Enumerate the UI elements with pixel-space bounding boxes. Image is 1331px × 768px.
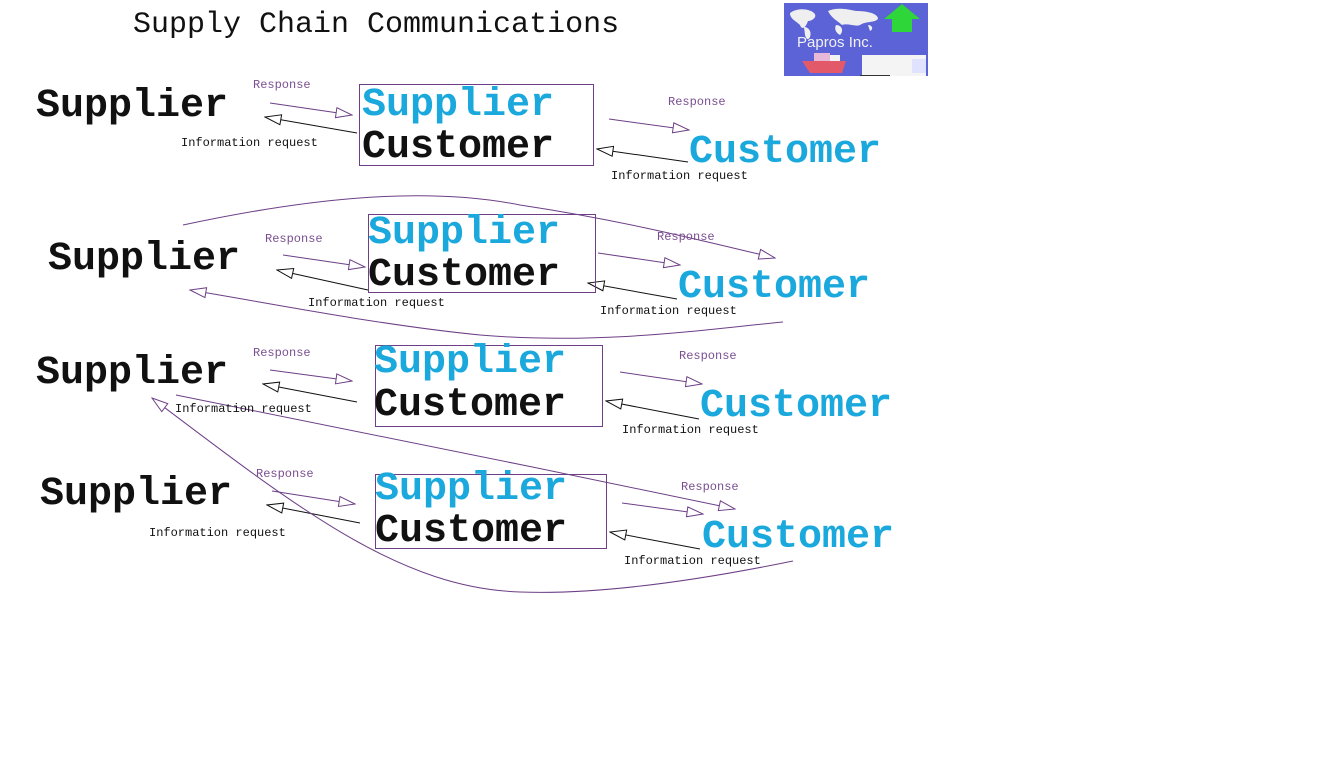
customer-node: Customer xyxy=(700,384,893,429)
row3-left-request-arrow xyxy=(263,384,358,403)
response-label: Response xyxy=(657,230,715,244)
response-label: Response xyxy=(265,232,323,246)
intermediary-supplier-label: Supplier xyxy=(362,83,555,128)
response-label: Response xyxy=(668,95,726,109)
supplier-node: Supplier xyxy=(40,472,233,517)
row1-left-request-arrow xyxy=(265,117,358,134)
response-label: Response xyxy=(679,349,737,363)
supplier-node: Supplier xyxy=(36,351,229,396)
row4-right-request-arrow xyxy=(610,532,701,550)
customer-node: Customer xyxy=(678,265,871,310)
supplier-node: Supplier xyxy=(48,237,241,282)
customer-node: Customer xyxy=(689,130,882,175)
intermediary-customer-label: Customer xyxy=(368,253,561,298)
row2-right-response-arrow xyxy=(597,252,680,265)
response-label: Response xyxy=(253,78,311,92)
row3-right-request-arrow xyxy=(606,401,700,420)
logo-text: Papros Inc. xyxy=(797,34,873,51)
intermediary-supplier-label: Supplier xyxy=(375,467,568,512)
intermediary-customer-label: Customer xyxy=(374,383,567,428)
diagram-title: Supply Chain Communications xyxy=(133,8,620,42)
information-request-label: Information request xyxy=(308,296,445,310)
intermediary-box xyxy=(368,214,596,293)
world-map-icon xyxy=(790,8,878,40)
row3-left-response-arrow xyxy=(269,369,352,381)
row4-left-response-arrow xyxy=(271,490,355,504)
papros-logo: Papros Inc. xyxy=(784,3,928,76)
intermediary-box xyxy=(375,345,603,427)
row4-left-request-arrow xyxy=(267,505,361,524)
response-label: Response xyxy=(256,467,314,481)
response-label: Response xyxy=(681,480,739,494)
intermediary-customer-label: Customer xyxy=(362,125,555,170)
row2-right-request-arrow xyxy=(588,283,678,300)
row1-left-response-arrow xyxy=(269,102,352,115)
customer-node: Customer xyxy=(702,515,895,560)
information-request-label: Information request xyxy=(600,304,737,318)
intermediary-box xyxy=(375,474,607,549)
row3-right-response-arrow xyxy=(619,371,702,384)
row1-right-response-arrow xyxy=(608,118,689,130)
intermediary-supplier-label: Supplier xyxy=(374,340,567,385)
information-request-label: Information request xyxy=(181,136,318,150)
row4-right-response-arrow xyxy=(621,502,703,514)
information-request-label: Information request xyxy=(149,526,286,540)
row2-left-response-arrow xyxy=(282,254,365,267)
information-request-label: Information request xyxy=(175,402,312,416)
information-request-label: Information request xyxy=(624,554,761,568)
information-request-label: Information request xyxy=(611,169,748,183)
information-request-label: Information request xyxy=(622,423,759,437)
supplier-node: Supplier xyxy=(36,84,229,129)
response-label: Response xyxy=(253,346,311,360)
up-arrow-icon xyxy=(884,4,920,32)
row1-right-request-arrow xyxy=(597,149,689,163)
intermediary-box xyxy=(359,84,594,166)
row2-left-request-arrow xyxy=(277,270,369,291)
intermediary-supplier-label: Supplier xyxy=(368,211,561,256)
ship-truck-icon xyxy=(802,53,926,76)
intermediary-customer-label: Customer xyxy=(375,509,568,554)
